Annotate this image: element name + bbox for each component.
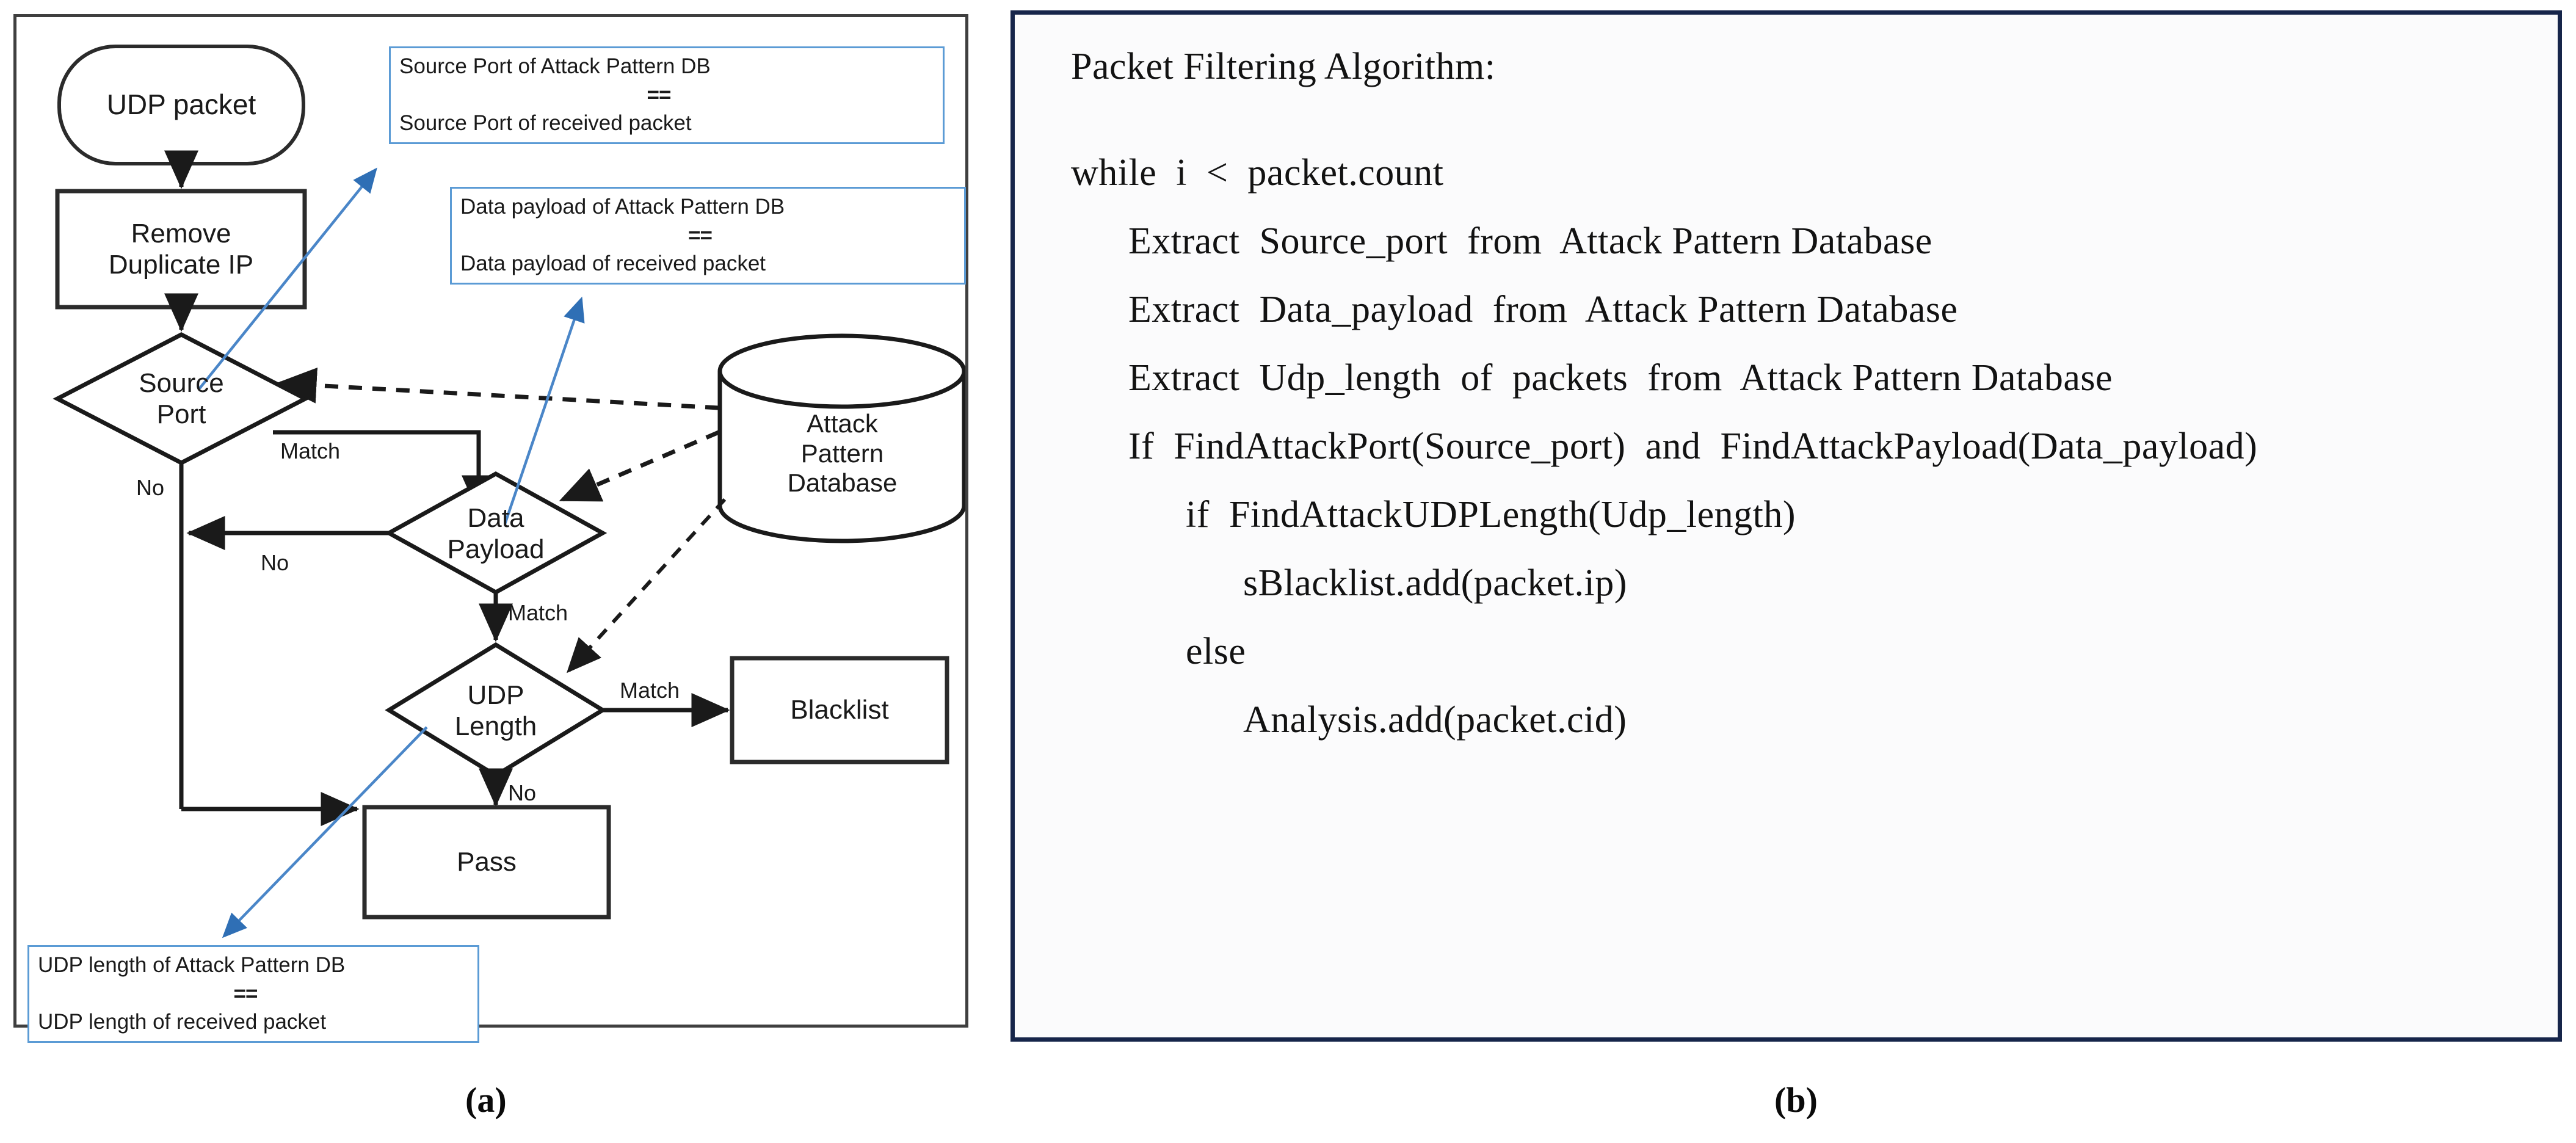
algorithm-title-spacer-2 (1015, 120, 2558, 154)
node-source-port (53, 332, 310, 465)
algorithm-line: sBlacklist.add(packet.ip) (1243, 562, 1627, 604)
udp-length-callout: UDP length of Attack Pattern DB == UDP l… (27, 945, 479, 1043)
algorithm-line: Extract Source_port from Attack Pattern … (1128, 220, 1932, 262)
node-udp-length (385, 642, 607, 778)
data-payload-callout-operator: == (688, 223, 713, 247)
source-port-callout: Source Port of Attack Pattern DB == Sour… (389, 46, 945, 144)
algorithm-line: Analysis.add(packet.cid) (1243, 699, 1627, 741)
node-attack-pattern-database (717, 333, 965, 543)
edge-label-source-port-match: Match (280, 438, 341, 463)
dashed-db-to-udp-length (566, 498, 727, 673)
algorithm-line: else (1186, 631, 1246, 672)
data-payload-callout-line-1: Data payload of Attack Pattern DB (460, 194, 785, 219)
algorithm-line: If FindAttackPort(Source_port) and FindA… (1128, 426, 2258, 467)
caption-b: (b) (1774, 1080, 1818, 1120)
algorithm-line: Extract Data_payload from Attack Pattern… (1128, 289, 1958, 330)
data-payload-callout: Data payload of Attack Pattern DB == Dat… (450, 187, 966, 285)
flowchart-diagram (53, 45, 965, 938)
algorithm-panel: Packet Filtering Algorithm: while i < pa… (1010, 10, 2562, 1042)
blue-pointer-source-port (198, 167, 377, 390)
edge-label-udp-length-match: Match (620, 678, 680, 703)
node-remove-duplicate-ip (55, 189, 307, 310)
algorithm-line: if FindAttackUDPLength(Udp_length) (1186, 494, 1796, 535)
dashed-db-to-data-payload (559, 430, 720, 502)
algorithm-title: Packet Filtering Algorithm: (1071, 46, 1496, 87)
node-data-payload (384, 471, 608, 595)
blue-pointer-udp-length (222, 726, 428, 938)
data-payload-callout-line-3: Data payload of received packet (460, 252, 766, 276)
node-pass (362, 805, 611, 920)
source-port-callout-line-3: Source Port of received packet (399, 111, 692, 136)
edge-label-data-payload-match: Match (508, 600, 568, 625)
node-blacklist (730, 656, 949, 764)
edge-label-udp-length-no: No (508, 780, 537, 805)
udp-length-callout-line-3: UDP length of received packet (38, 1010, 327, 1034)
source-port-callout-line-1: Source Port of Attack Pattern DB (399, 54, 711, 78)
blue-pointer-data-payload (503, 296, 585, 524)
source-port-callout-operator: == (647, 82, 672, 107)
udp-length-callout-operator: == (233, 981, 258, 1006)
dashed-db-to-source-port (276, 367, 719, 410)
edge-label-data-payload-no: No (261, 550, 289, 575)
udp-length-callout-line-1: UDP length of Attack Pattern DB (38, 953, 346, 977)
algorithm-line: Extract Udp_length of packets from Attac… (1128, 357, 2113, 399)
edge-label-source-port-no: No (136, 475, 165, 500)
caption-a: (a) (465, 1080, 507, 1120)
algorithm-line: while i < packet.count (1071, 152, 1444, 194)
node-udp-packet (57, 45, 305, 165)
flowchart-panel: UDP packet Remove Duplicate IP Source Po… (13, 14, 968, 1043)
algorithm-title-spacer (1015, 85, 2558, 120)
